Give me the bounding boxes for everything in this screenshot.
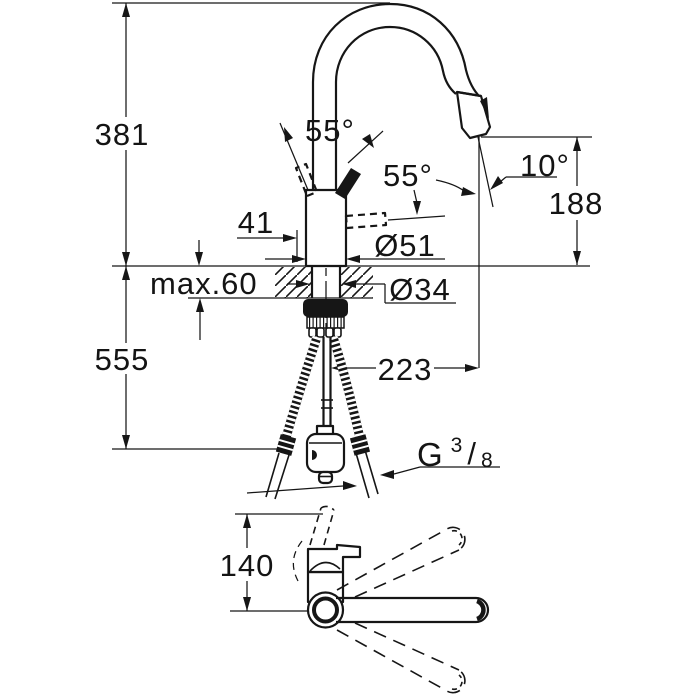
swivel-spout: [306, 591, 490, 629]
pullout-hose: [321, 337, 333, 428]
dim-188: 188: [549, 137, 604, 265]
hose-end-left: [265, 452, 290, 500]
lever-swing-arc: [292, 540, 303, 582]
dim-223: 223: [331, 352, 479, 387]
dim-max60-label: max.60: [150, 266, 258, 301]
spout-tube-ring: [312, 596, 339, 624]
dim-381-label: 381: [95, 117, 150, 152]
spray-head-shading: [480, 97, 489, 119]
dim-188-label: 188: [549, 186, 604, 221]
hose-connectors: [308, 327, 342, 338]
dim-dia34-label: Ø34: [389, 272, 451, 307]
spout-arm-end-detail: [476, 598, 486, 622]
dim-55deg-left: 55°: [279, 113, 384, 191]
dim-41-label: 41: [238, 205, 274, 240]
dim-555-label: 555: [95, 342, 150, 377]
undercounter-assembly: [265, 299, 379, 500]
spray-head-seam: [456, 90, 482, 98]
spout-arm-end-cap: [475, 596, 490, 624]
dim-140-label: 140: [220, 548, 275, 583]
counter-hatch-right: [340, 267, 373, 298]
knurled-ring: [306, 316, 345, 329]
dim-55deg-right: 55°: [383, 158, 476, 221]
dim-dia51: Ø51: [265, 228, 445, 263]
top-view-lever: [306, 543, 362, 574]
dim-555: 555: [95, 266, 150, 449]
dim-381: 381: [95, 3, 150, 266]
dim-g38-label: G 3 / 8: [417, 434, 494, 473]
faucet: [294, 2, 492, 336]
handle-lever: [335, 168, 361, 199]
dim-max60: max.60: [150, 240, 258, 340]
dim-dia51-label: Ø51: [374, 228, 436, 263]
faucet-body: [304, 188, 348, 268]
weight-notch: [312, 450, 317, 460]
dim-g38: G 3 / 8: [246, 434, 500, 494]
dim-223-label: 223: [378, 352, 433, 387]
top-view: 140: [220, 505, 490, 694]
hose-weight: [305, 424, 346, 485]
hose-end-right: [355, 449, 379, 499]
lever-up-position: [309, 507, 322, 546]
dim-10deg: 10°: [477, 136, 570, 368]
handle-lever-horizontal-position: [344, 211, 388, 230]
dim-10deg-label: 10°: [520, 148, 570, 183]
dim-140: 140: [220, 513, 323, 612]
hose-fitting-left: [275, 434, 297, 456]
hose-fitting-right: [349, 434, 371, 456]
dim-55deg-right-label: 55°: [383, 158, 433, 193]
swivel-range-upper: [336, 526, 466, 598]
mounting-nut: [303, 299, 348, 317]
swivel-range-lower: [336, 622, 466, 694]
counter-hatch-left: [275, 267, 312, 298]
spout-outer-curve: [311, 2, 481, 192]
spout-inner-curve: [334, 25, 457, 192]
top-view-body: [292, 505, 362, 604]
main-view: 381 555 max.60 41: [95, 2, 604, 500]
counter-section: [275, 266, 373, 298]
dim-41: 41: [237, 205, 346, 262]
top-view-body-dome: [309, 561, 341, 572]
handle-lever-left-position: [294, 162, 319, 198]
